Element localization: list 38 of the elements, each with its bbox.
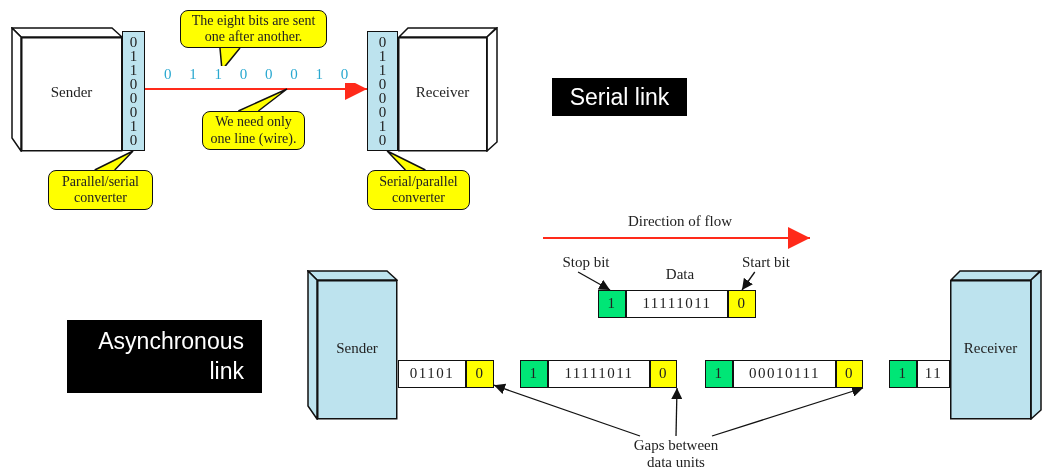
link-badge: Serial link <box>552 78 687 116</box>
device-name: Receiver <box>962 339 1019 357</box>
device-block <box>950 270 1042 420</box>
leader-arrow <box>493 383 641 437</box>
device-block <box>398 27 498 152</box>
start-bit-cell: 0 <box>836 360 863 388</box>
annotation-text: Gaps between data units <box>616 436 736 472</box>
stop-bit-cell: 1 <box>705 360 733 388</box>
data-bits-cell: 00010111 <box>733 360 836 388</box>
leader-arrow <box>577 271 611 291</box>
data-bits-cell: 11 <box>917 360 950 388</box>
stop-bit-cell: 1 <box>598 290 626 318</box>
data-bits-cell: 11111011 <box>548 360 650 388</box>
annotation-text: Stop bit <box>553 252 619 272</box>
annotation-text: Data <box>664 266 696 283</box>
data-bits-cell: 11111011 <box>626 290 728 318</box>
converter-strip: 0 1 1 0 0 0 1 0 <box>122 31 145 151</box>
callout-pointer <box>386 150 427 171</box>
stop-bit-cell: 1 <box>889 360 917 388</box>
device-name: Sender <box>335 339 379 357</box>
device-block <box>307 270 398 420</box>
leader-arrow <box>671 387 683 437</box>
data-bits-cell: 01101 <box>398 360 466 388</box>
leader-arrow <box>741 271 756 291</box>
annotation-text: Start bit <box>733 252 799 272</box>
leader-arrow <box>711 386 864 437</box>
callout-pointer <box>93 150 134 171</box>
start-bit-cell: 0 <box>650 360 677 388</box>
device-block <box>11 27 123 152</box>
annotation-text: Direction of flow <box>626 213 734 230</box>
link-badge: Asynchronous link <box>67 320 262 393</box>
start-bit-cell: 0 <box>728 290 756 318</box>
device-name: Sender <box>49 84 94 101</box>
device-name: Receiver <box>414 84 471 101</box>
converter-strip: 0 1 1 0 0 0 1 0 <box>367 31 398 151</box>
callout-pointer <box>237 88 288 112</box>
stop-bit-cell: 1 <box>520 360 548 388</box>
start-bit-cell: 0 <box>466 360 494 388</box>
